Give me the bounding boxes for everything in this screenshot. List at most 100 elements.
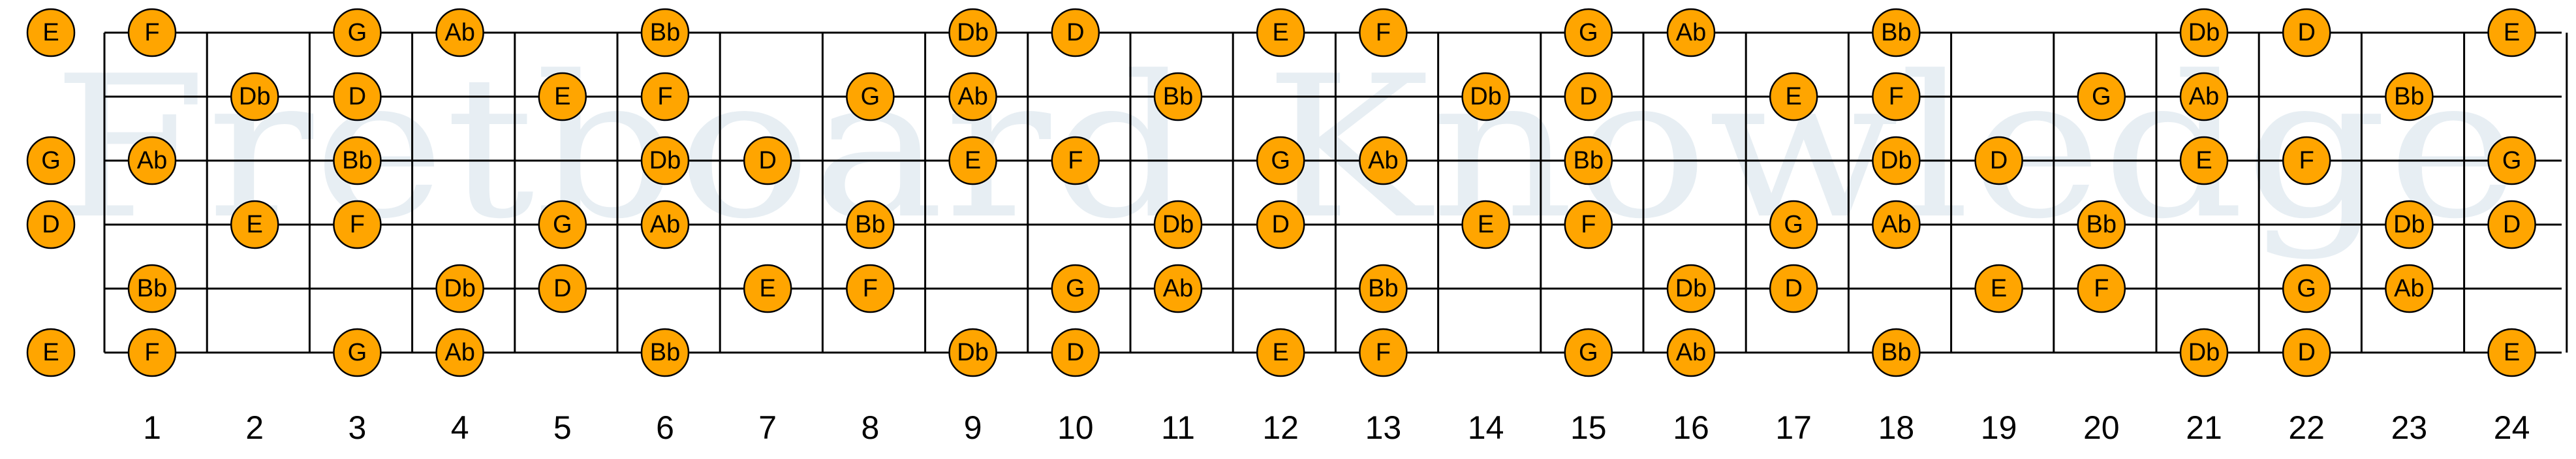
note-marker: D: [538, 264, 587, 313]
fret-number: 11: [1161, 409, 1195, 446]
note-circle: [538, 264, 587, 313]
note-label: Ab: [1368, 147, 1398, 174]
note-circle: [2179, 8, 2229, 57]
note-marker: F: [2077, 264, 2126, 313]
note-marker: E: [1974, 264, 2023, 313]
note-label: Bb: [1368, 275, 1398, 302]
note-circle: [1564, 200, 1613, 249]
note-circle: [2487, 8, 2536, 57]
note-label: Bb: [137, 275, 167, 302]
fret-number: 16: [1673, 409, 1709, 446]
note-circle: [1872, 200, 1921, 249]
note-marker: F: [127, 8, 177, 57]
note-marker: Bb: [846, 200, 895, 249]
note-circle: [1153, 200, 1203, 249]
note-marker: F: [1051, 136, 1100, 185]
note-circle: [1359, 8, 1408, 57]
note-marker: G: [26, 136, 76, 185]
note-circle: [127, 136, 177, 185]
fret-number: 24: [2494, 409, 2530, 446]
note-circle: [230, 72, 279, 121]
note-label: F: [144, 19, 159, 46]
note-label: Ab: [137, 147, 167, 174]
note-circle: [1359, 328, 1408, 377]
note-marker: Ab: [1153, 264, 1203, 313]
note-marker: Db: [2179, 8, 2229, 57]
note-circle: [2385, 264, 2434, 313]
note-label: D: [1271, 211, 1289, 238]
note-marker: Db: [1872, 136, 1921, 185]
note-circle: [2282, 328, 2331, 377]
note-marker: E: [230, 200, 279, 249]
note-marker: F: [1872, 72, 1921, 121]
note-marker: Ab: [948, 72, 997, 121]
note-circle: [2487, 328, 2536, 377]
fret-number: 19: [1981, 409, 2017, 446]
note-label: Db: [649, 147, 681, 174]
note-marker: Bb: [333, 136, 382, 185]
note-circle: [1256, 8, 1305, 57]
note-circle: [333, 72, 382, 121]
note-marker: Bb: [640, 8, 690, 57]
note-marker: F: [640, 72, 690, 121]
note-label: F: [657, 83, 672, 110]
note-marker: F: [1564, 200, 1613, 249]
fret-number: 13: [1365, 409, 1402, 446]
note-circle: [2385, 72, 2434, 121]
note-label: G: [1066, 275, 1085, 302]
note-label: Db: [1675, 275, 1707, 302]
note-label: D: [758, 147, 776, 174]
note-marker: G: [846, 72, 895, 121]
note-marker: Ab: [1666, 328, 1716, 377]
note-label: F: [350, 211, 365, 238]
note-marker: Bb: [640, 328, 690, 377]
note-circle: [1769, 264, 1818, 313]
note-circle: [1359, 264, 1408, 313]
note-circle: [1564, 8, 1613, 57]
note-circle: [2282, 264, 2331, 313]
note-label: Ab: [957, 83, 987, 110]
note-circle: [127, 8, 177, 57]
note-label: Bb: [1574, 147, 1604, 174]
note-circle: [846, 72, 895, 121]
note-label: Db: [2188, 19, 2220, 46]
note-marker: F: [1359, 328, 1408, 377]
note-label: F: [1068, 147, 1083, 174]
note-marker: Db: [230, 72, 279, 121]
note-circle: [1666, 328, 1716, 377]
note-circle: [2282, 136, 2331, 185]
fret-number: 7: [758, 409, 777, 446]
note-marker: E: [743, 264, 792, 313]
note-marker: G: [2282, 264, 2331, 313]
note-label: D: [1579, 83, 1597, 110]
note-circle: [2487, 200, 2536, 249]
fret-number: 15: [1570, 409, 1607, 446]
note-label: Bb: [1163, 83, 1193, 110]
fret-number: 23: [2391, 409, 2428, 446]
note-circle: [538, 200, 587, 249]
note-circle: [948, 72, 997, 121]
note-circle: [1051, 328, 1100, 377]
note-label: Db: [239, 83, 271, 110]
note-marker: F: [333, 200, 382, 249]
note-label: G: [1579, 19, 1598, 46]
note-label: E: [554, 83, 570, 110]
fret-number: 6: [656, 409, 674, 446]
note-circle: [26, 200, 76, 249]
note-circle: [1769, 200, 1818, 249]
note-label: F: [2299, 147, 2314, 174]
note-marker: E: [1256, 8, 1305, 57]
fret-number: 2: [245, 409, 264, 446]
note-label: D: [1066, 19, 1084, 46]
note-marker: Bb: [1153, 72, 1203, 121]
note-label: Bb: [342, 147, 372, 174]
note-marker: Ab: [435, 8, 484, 57]
note-marker: Ab: [1359, 136, 1408, 185]
note-label: E: [1273, 19, 1289, 46]
note-marker: G: [2077, 72, 2126, 121]
note-circle: [1872, 72, 1921, 121]
note-label: G: [1784, 211, 1803, 238]
note-circle: [1974, 136, 2023, 185]
note-circle: [1153, 264, 1203, 313]
note-marker: E: [538, 72, 587, 121]
